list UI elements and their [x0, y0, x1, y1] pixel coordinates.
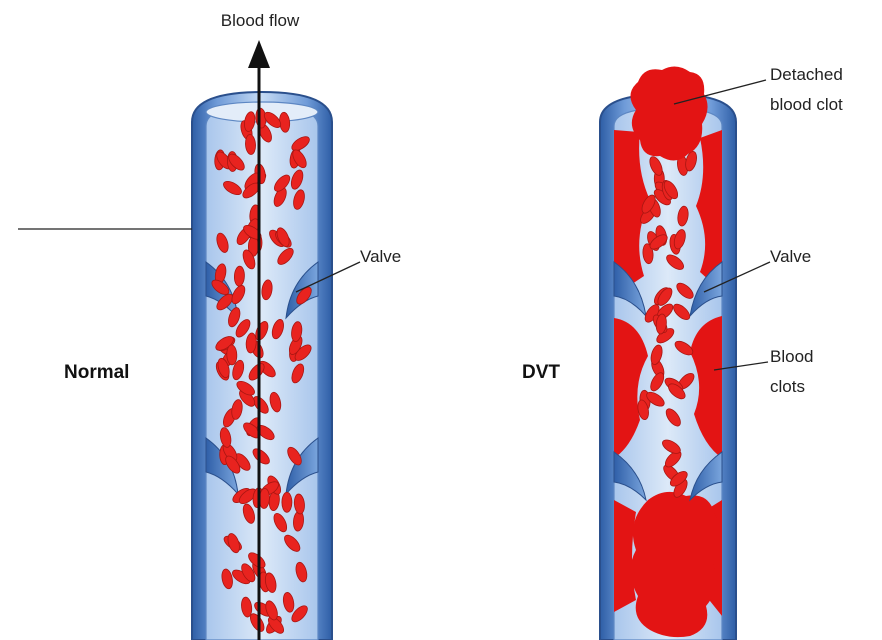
dvt-label: DVT: [522, 362, 560, 383]
detached-clot-label-line2: blood clot: [770, 95, 843, 114]
dvt-vein: [600, 66, 736, 640]
red-blood-cell: [282, 492, 292, 512]
normal-valve-label: Valve: [360, 247, 401, 266]
dvt-valve-label: Valve: [770, 247, 811, 266]
dvt-detached-clot: [630, 66, 707, 160]
dvt-clot-bottom-mass: [630, 492, 719, 637]
normal-label: Normal: [64, 362, 129, 383]
blood-clots-label-line1: Blood: [770, 347, 813, 366]
blood-flow-label: Blood flow: [221, 11, 300, 30]
blood-clots-label-line2: clots: [770, 377, 805, 396]
blood-flow-arrowhead: [248, 40, 270, 68]
detached-clot-label-line1: Detached: [770, 65, 843, 84]
normal-vein: [192, 40, 332, 640]
red-blood-cell: [226, 345, 237, 365]
